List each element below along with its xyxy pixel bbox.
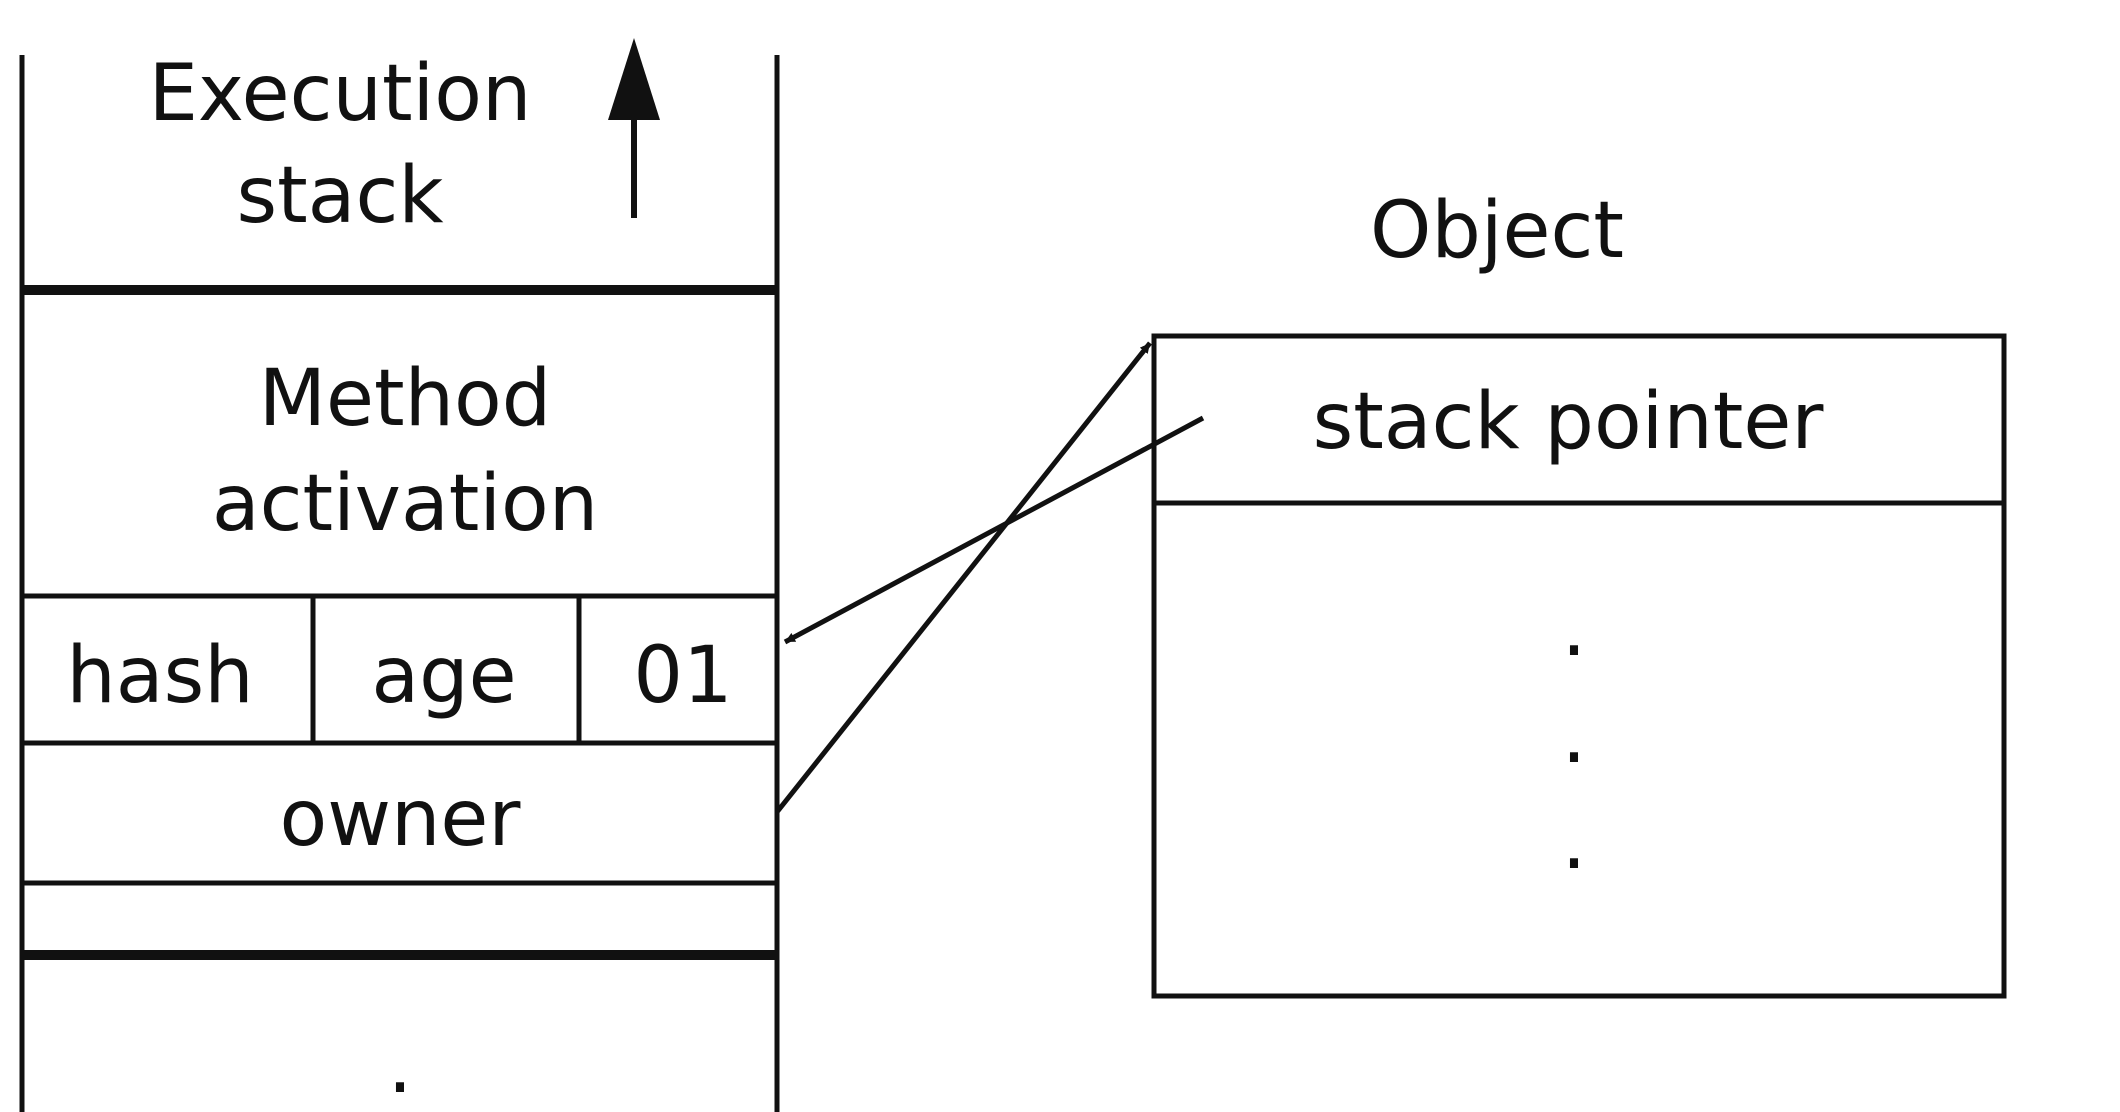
stack-growth-arrow-icon	[608, 38, 660, 218]
object-title: Object	[1370, 186, 1624, 276]
stack-pointer-field: stack pointer	[1313, 377, 1825, 467]
execution-stack: Execution stack Method activation hash a…	[19, 38, 780, 1112]
execution-stack-title-line1: Execution	[149, 49, 532, 139]
owner-to-object-arrow	[775, 341, 1152, 814]
object-ellipsis-dot-2: .	[1562, 691, 1587, 781]
object-ellipsis-dot-3: .	[1562, 797, 1587, 887]
lock-bits-field: 01	[633, 631, 732, 721]
object-ellipsis-dot-1: .	[1562, 584, 1587, 674]
stack-ellipsis-dot: .	[388, 1021, 413, 1111]
object-box: Object stack pointer . . .	[1151, 186, 2007, 999]
method-activation-line1: Method	[259, 354, 552, 444]
owner-field: owner	[279, 774, 521, 864]
method-activation-line2: activation	[212, 459, 598, 549]
lock-record: hash age 01 owner	[22, 593, 777, 886]
object-outline	[1151, 333, 2007, 999]
execution-stack-title-line2: stack	[236, 151, 443, 241]
stack-pointer-to-lock-record-arrow	[783, 415, 1205, 645]
age-field: age	[371, 631, 516, 721]
hash-field: hash	[66, 631, 253, 721]
